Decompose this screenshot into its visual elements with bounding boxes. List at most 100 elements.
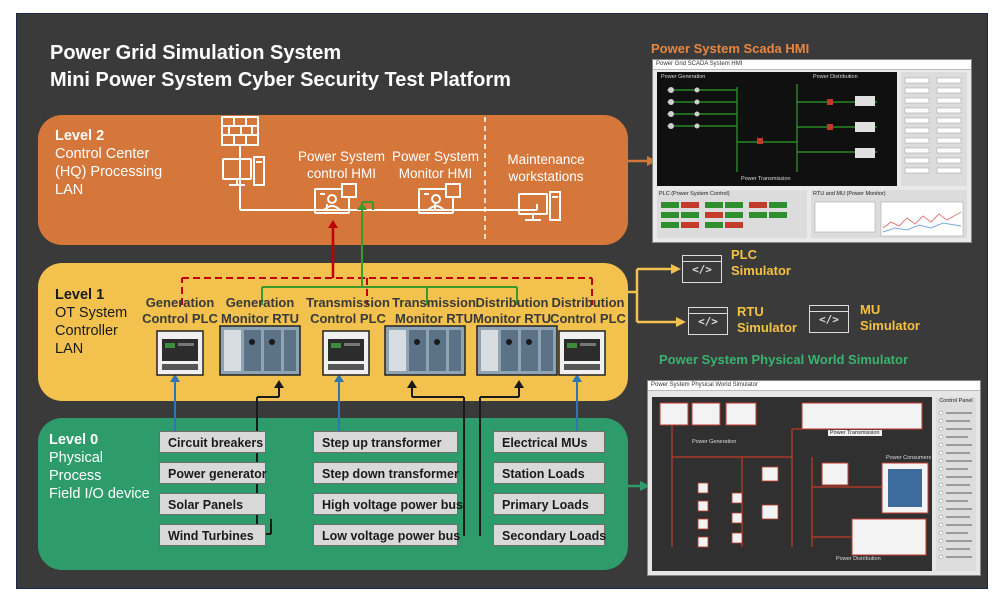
- device-label-line-1: Generation: [145, 295, 215, 310]
- scada-one-line-diagram: Power Generation Power Distribution Powe…: [657, 72, 897, 186]
- maintenance-workstation-icon: [518, 191, 561, 221]
- physical-simulation-canvas: Power Generation Power Transmission Powe…: [652, 397, 932, 571]
- level2-desc-2: (HQ) Processing: [55, 164, 163, 180]
- transmission-rtu-device: [384, 325, 466, 376]
- control-hmi-icon: [314, 183, 357, 214]
- plc-simulator-line-2: Simulator: [731, 263, 791, 278]
- level2-label: Level 2 Control Center (HQ) Processing L…: [55, 127, 162, 199]
- title-line-2: Mini Power System Cyber Security Test Pl…: [50, 69, 511, 91]
- level0-name: Level 0: [49, 432, 99, 448]
- device-label-line-1: Distribution: [551, 295, 625, 310]
- physical-label-distribution: Power Distribution: [836, 556, 881, 562]
- physical-label-transmission: Power Transmission: [828, 430, 882, 436]
- device-label-generation-plc: Generation Control PLC: [135, 295, 225, 327]
- code-glyph: </>: [698, 315, 718, 328]
- level2-desc-1: Control Center: [55, 146, 150, 162]
- level0-desc-2: Process: [49, 468, 102, 484]
- rtu-sim-arrowhead: [676, 317, 686, 327]
- plc-sim-arrowhead: [671, 264, 681, 274]
- maintenance-line-1: Maintenance: [507, 152, 585, 167]
- scada-one-line-graphic: [667, 84, 877, 172]
- physical-label-generation: Power Generation: [692, 439, 737, 445]
- monitor-uplink-arrow: [357, 203, 367, 210]
- physical-label-consumers: Power Consumers: [886, 455, 932, 461]
- workstation-icon: [222, 156, 265, 186]
- device-label-generation-rtu: Generation Monitor RTU: [215, 295, 305, 327]
- io-box-station-loads: Station Loads: [493, 462, 605, 484]
- level1-desc-3: LAN: [55, 341, 84, 357]
- device-label-line-1: Transmission: [306, 295, 390, 310]
- scada-panel-transmission: Power Transmission: [741, 176, 791, 182]
- scada-side-panel: [901, 72, 967, 186]
- scada-plc-panel-title: PLC (Power System Control): [659, 191, 730, 197]
- control-lines: [181, 277, 593, 305]
- control-hmi-line-2: control HMI: [306, 166, 377, 181]
- control-io-arrows: [170, 374, 582, 382]
- title-line-1: Power Grid Simulation System: [50, 42, 342, 64]
- scada-hmi-title: Power System Scada HMI: [651, 41, 810, 56]
- level0-label: Level 0 Physical Process Field I/O devic…: [49, 431, 150, 503]
- rtu-simulator-icon: </>: [688, 307, 728, 335]
- physical-simulation-graphic: [659, 402, 929, 556]
- rtu-simulator-line-2: Simulator: [737, 320, 797, 335]
- control-uplink-arrow: [328, 220, 338, 228]
- io-box-power-generator: Power generator: [159, 462, 267, 484]
- device-label-line-2: Control PLC: [142, 311, 218, 326]
- device-label-distribution-plc: Distribution Control PLC: [543, 295, 633, 327]
- code-glyph: </>: [692, 263, 712, 276]
- io-box-circuit-breakers: Circuit breakers: [159, 431, 266, 453]
- control-hmi-line-1: Power System: [297, 149, 386, 164]
- mu-simulator-line-1: MU: [860, 302, 881, 317]
- io-box-low-voltage-bus: Low voltage power bus: [313, 524, 460, 546]
- physical-control-panel: Control Panel: [936, 397, 976, 571]
- io-box-step-down-transformer: Step down transformer: [313, 462, 459, 484]
- monitor-io-arrows: [274, 380, 524, 388]
- scada-rtu-panel-title: RTU and MU (Power Monitor): [813, 191, 886, 197]
- maintenance-line-2: workstations: [508, 169, 584, 184]
- scada-rtu-panel: RTU and MU (Power Monitor): [811, 190, 967, 238]
- device-label-transmission-rtu: Transmission Monitor RTU: [389, 295, 479, 327]
- device-label-line-1: Distribution: [475, 295, 549, 310]
- device-label-line-1: Transmission: [392, 295, 476, 310]
- level2-name: Level 2: [55, 128, 105, 144]
- level1-label: Level 1 OT System Controller LAN: [55, 286, 127, 358]
- io-box-high-voltage-bus: High voltage power bus: [313, 493, 463, 515]
- level1-name: Level 1: [55, 287, 105, 303]
- io-box-wind-turbines: Wind Turbines: [159, 524, 266, 546]
- simulator-arrows: [628, 267, 677, 324]
- io-box-primary-loads: Primary Loads: [493, 493, 605, 515]
- level0-desc-3: Field I/O device: [49, 486, 150, 502]
- device-label-line-2: Monitor RTU: [221, 311, 299, 326]
- control-io-lines: [174, 380, 578, 431]
- level1-desc-1: OT System: [55, 305, 128, 321]
- level2-desc-3: LAN: [55, 182, 84, 198]
- transmission-plc-device: [322, 330, 370, 376]
- monitor-hmi-line-2: Monitor HMI: [398, 166, 473, 181]
- maintenance-label: Maintenance workstations: [495, 151, 597, 185]
- scada-side-panel-graphic: [904, 77, 962, 174]
- device-label-line-2: Monitor RTU: [473, 311, 551, 326]
- control-hmi-label: Power System control HMI: [289, 148, 394, 182]
- physical-control-panel-title: Control Panel: [939, 398, 973, 404]
- connection-lines: [170, 116, 686, 536]
- generation-rtu-device: [219, 325, 301, 376]
- io-box-electrical-mus: Electrical MUs: [493, 431, 605, 453]
- scada-panel-generation: Power Generation: [661, 74, 706, 80]
- physical-window-title: Power System Physical World Simulator: [651, 382, 758, 388]
- plc-simulator-label: PLC Simulator: [731, 247, 791, 279]
- io-box-solar-panels: Solar Panels: [159, 493, 266, 515]
- mu-simulator-icon: </>: [809, 305, 849, 333]
- diagram-frame: Power Grid Simulation System Mini Power …: [16, 13, 988, 589]
- physical-simulator-title: Power System Physical World Simulator: [659, 352, 909, 367]
- window-bar: [810, 306, 848, 312]
- device-label-line-2: Control PLC: [310, 311, 386, 326]
- lan-network-lines: [239, 145, 538, 211]
- distribution-rtu-device: [476, 325, 558, 376]
- physical-control-panel-graphic: [938, 410, 972, 560]
- rtu-simulator-label: RTU Simulator: [737, 304, 797, 336]
- scada-window-title: Power Grid SCADA System HMI: [656, 61, 743, 67]
- plc-simulator-line-1: PLC: [731, 247, 757, 262]
- device-label-line-1: Generation: [225, 295, 295, 310]
- monitor-lines: [261, 201, 518, 305]
- device-label-transmission-plc: Transmission Control PLC: [303, 295, 393, 327]
